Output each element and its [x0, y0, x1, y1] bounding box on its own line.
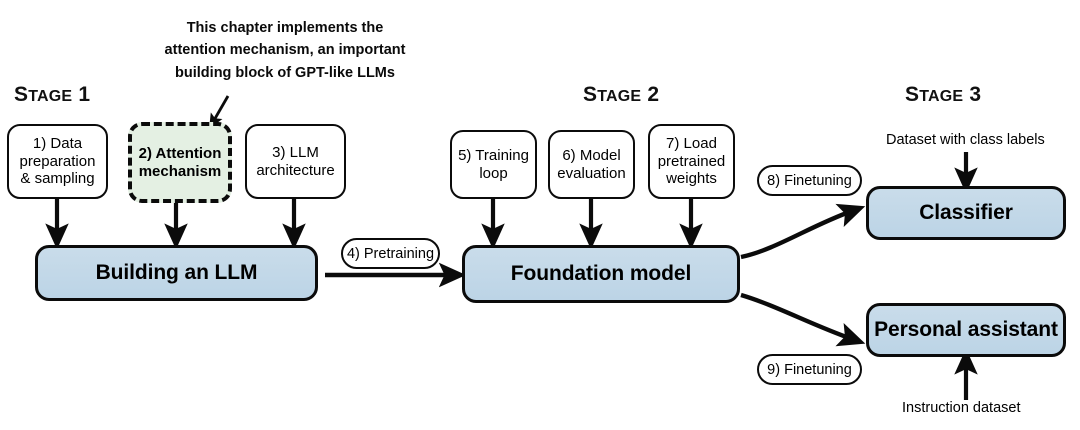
stage-3-number: 3 [969, 83, 982, 106]
stage-1-title-rest: TAGE [28, 88, 73, 105]
big-box-personal-assistant[interactable]: Personal assistant [866, 303, 1066, 357]
stage-2-title: STAGE 2 [583, 83, 659, 107]
step-box-model-evaluation[interactable]: 6) Model evaluation [548, 130, 635, 199]
stage-2-title-rest: TAGE [597, 88, 642, 105]
step-box-data-preparation[interactable]: 1) Data preparation & sampling [7, 124, 108, 199]
pill-finetuning-8[interactable]: 8) Finetuning [757, 165, 862, 196]
arrow-annotation-pointer [209, 95, 230, 129]
big-box-building-an-llm[interactable]: Building an LLM [35, 245, 318, 301]
label-instruction-dataset: Instruction dataset [902, 400, 1021, 416]
step-box-training-loop[interactable]: 5) Training loop [450, 130, 537, 199]
stage-3-title: STAGE 3 [905, 83, 981, 107]
step-box-load-pretrained-weights[interactable]: 7) Load pretrained weights [648, 124, 735, 199]
big-box-classifier[interactable]: Classifier [866, 186, 1066, 240]
step-box-attention-mechanism[interactable]: 2) Attention mechanism [128, 122, 232, 203]
stage-2-title-prefix: S [583, 83, 598, 106]
stage-1-title-prefix: S [14, 83, 29, 106]
stage-2-number: 2 [647, 83, 660, 106]
stage-3-title-rest: TAGE [919, 88, 964, 105]
arrow-foundation-to-classifier [740, 203, 866, 260]
step-box-llm-architecture[interactable]: 3) LLM architecture [245, 124, 346, 199]
stage-1-number: 1 [78, 83, 91, 106]
pill-finetuning-9[interactable]: 9) Finetuning [757, 354, 862, 385]
label-dataset-with-class-labels: Dataset with class labels [886, 132, 1045, 148]
pill-pretraining[interactable]: 4) Pretraining [341, 238, 440, 269]
stage-3-title-prefix: S [905, 83, 920, 106]
chapter-annotation: This chapter implements the attention me… [164, 20, 406, 81]
stage-1-title: STAGE 1 [14, 83, 90, 107]
arrow-foundation-to-assistant [740, 292, 866, 347]
big-box-foundation-model[interactable]: Foundation model [462, 245, 740, 303]
